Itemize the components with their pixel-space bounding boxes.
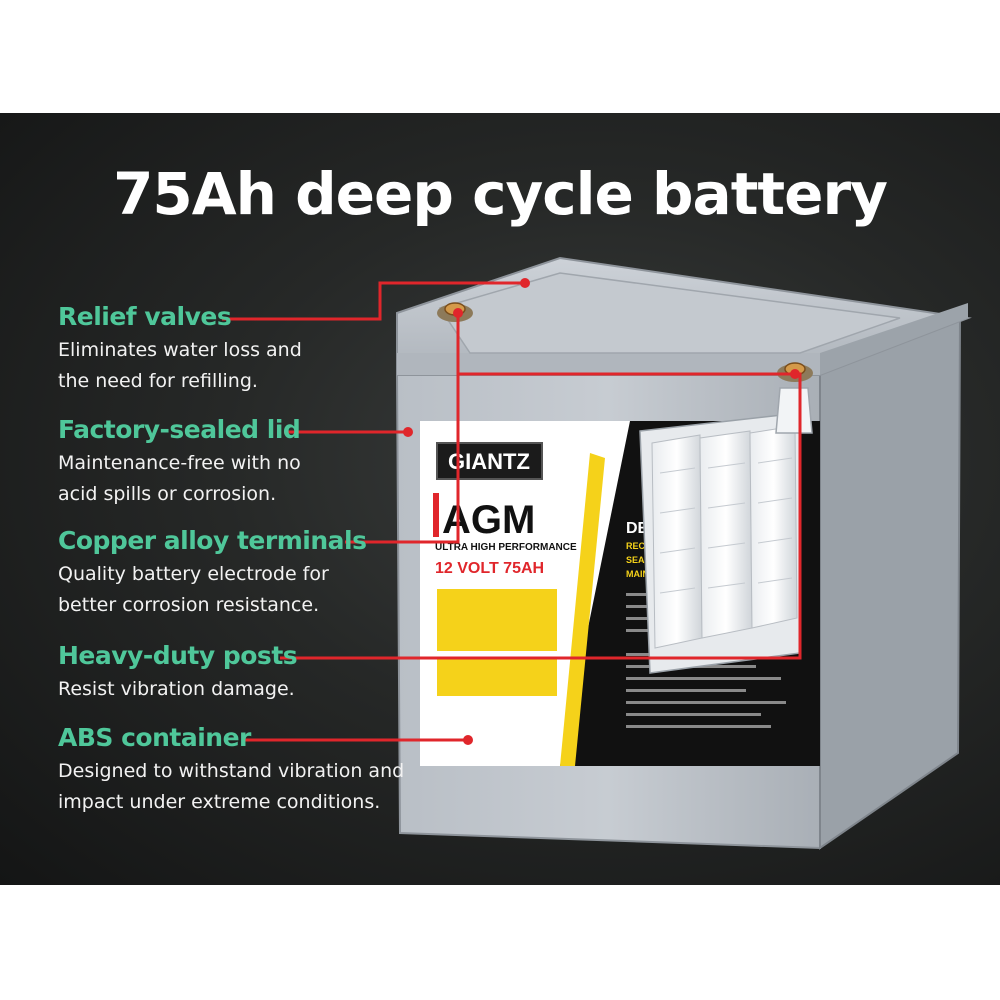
feature-desc-line: Quality battery electrode for — [58, 562, 329, 585]
feature-desc-line: Eliminates water loss and — [58, 338, 302, 361]
feature-desc-line: better corrosion resistance. — [58, 593, 320, 616]
feature-desc: Quality battery electrode for better cor… — [58, 559, 366, 621]
feature-heavy-duty-posts: Heavy-duty posts Resist vibration damage… — [58, 641, 298, 705]
feature-desc: Designed to withstand vibration and impa… — [58, 756, 404, 818]
label-brand: GIANTZ — [448, 449, 530, 474]
label-side-heading: DE — [626, 520, 649, 537]
feature-desc: Maintenance-free with no acid spills or … — [58, 448, 301, 510]
feature-title: ABS container — [58, 723, 251, 752]
label-rating: 12 VOLT 75AH — [435, 560, 544, 577]
label-side-line-2: SEAL — [626, 555, 651, 565]
feature-title: Relief valves — [58, 302, 232, 331]
feature-abs-container: ABS container Designed to withstand vibr… — [58, 724, 404, 818]
feature-title: Heavy-duty posts — [58, 641, 298, 670]
feature-desc-line: the need for refilling. — [58, 369, 258, 392]
product-panel: 75Ah deep cycle battery — [0, 113, 1000, 885]
feature-desc-line: Designed to withstand vibration and — [58, 759, 405, 782]
label-type: AGM — [442, 498, 535, 542]
callout-dots — [403, 278, 800, 745]
feature-desc-line: acid spills or corrosion. — [58, 482, 277, 505]
battery-lid — [396, 256, 972, 382]
label-side-line-3: MAINT — [626, 569, 655, 579]
cutaway-plates — [639, 387, 813, 674]
feature-desc-line: impact under extreme conditions. — [58, 790, 381, 813]
feature-title: Copper alloy terminals — [58, 526, 367, 555]
feature-title: Factory-sealed lid — [58, 415, 301, 444]
feature-desc: Eliminates water loss and the need for r… — [58, 335, 302, 397]
label-subtitle: ULTRA HIGH PERFORMANCE — [435, 542, 577, 553]
feature-copper-alloy-terminals: Copper alloy terminals Quality battery e… — [58, 526, 367, 621]
feature-desc-line: Resist vibration damage. — [58, 677, 295, 700]
feature-desc-line: Maintenance-free with no — [58, 451, 301, 474]
feature-relief-valves: Relief valves Eliminates water loss and … — [58, 303, 302, 397]
callout-lines — [222, 281, 802, 742]
label-side-line-1: RECH — [626, 541, 652, 551]
feature-desc: Resist vibration damage. — [58, 674, 297, 705]
feature-factory-sealed-lid: Factory-sealed lid Maintenance-free with… — [58, 416, 301, 510]
battery-illustration: GIANTZ AGM ULTRA HIGH PERFORMANCE 12 VOL… — [222, 256, 972, 850]
headline: 75Ah deep cycle battery — [113, 160, 888, 228]
